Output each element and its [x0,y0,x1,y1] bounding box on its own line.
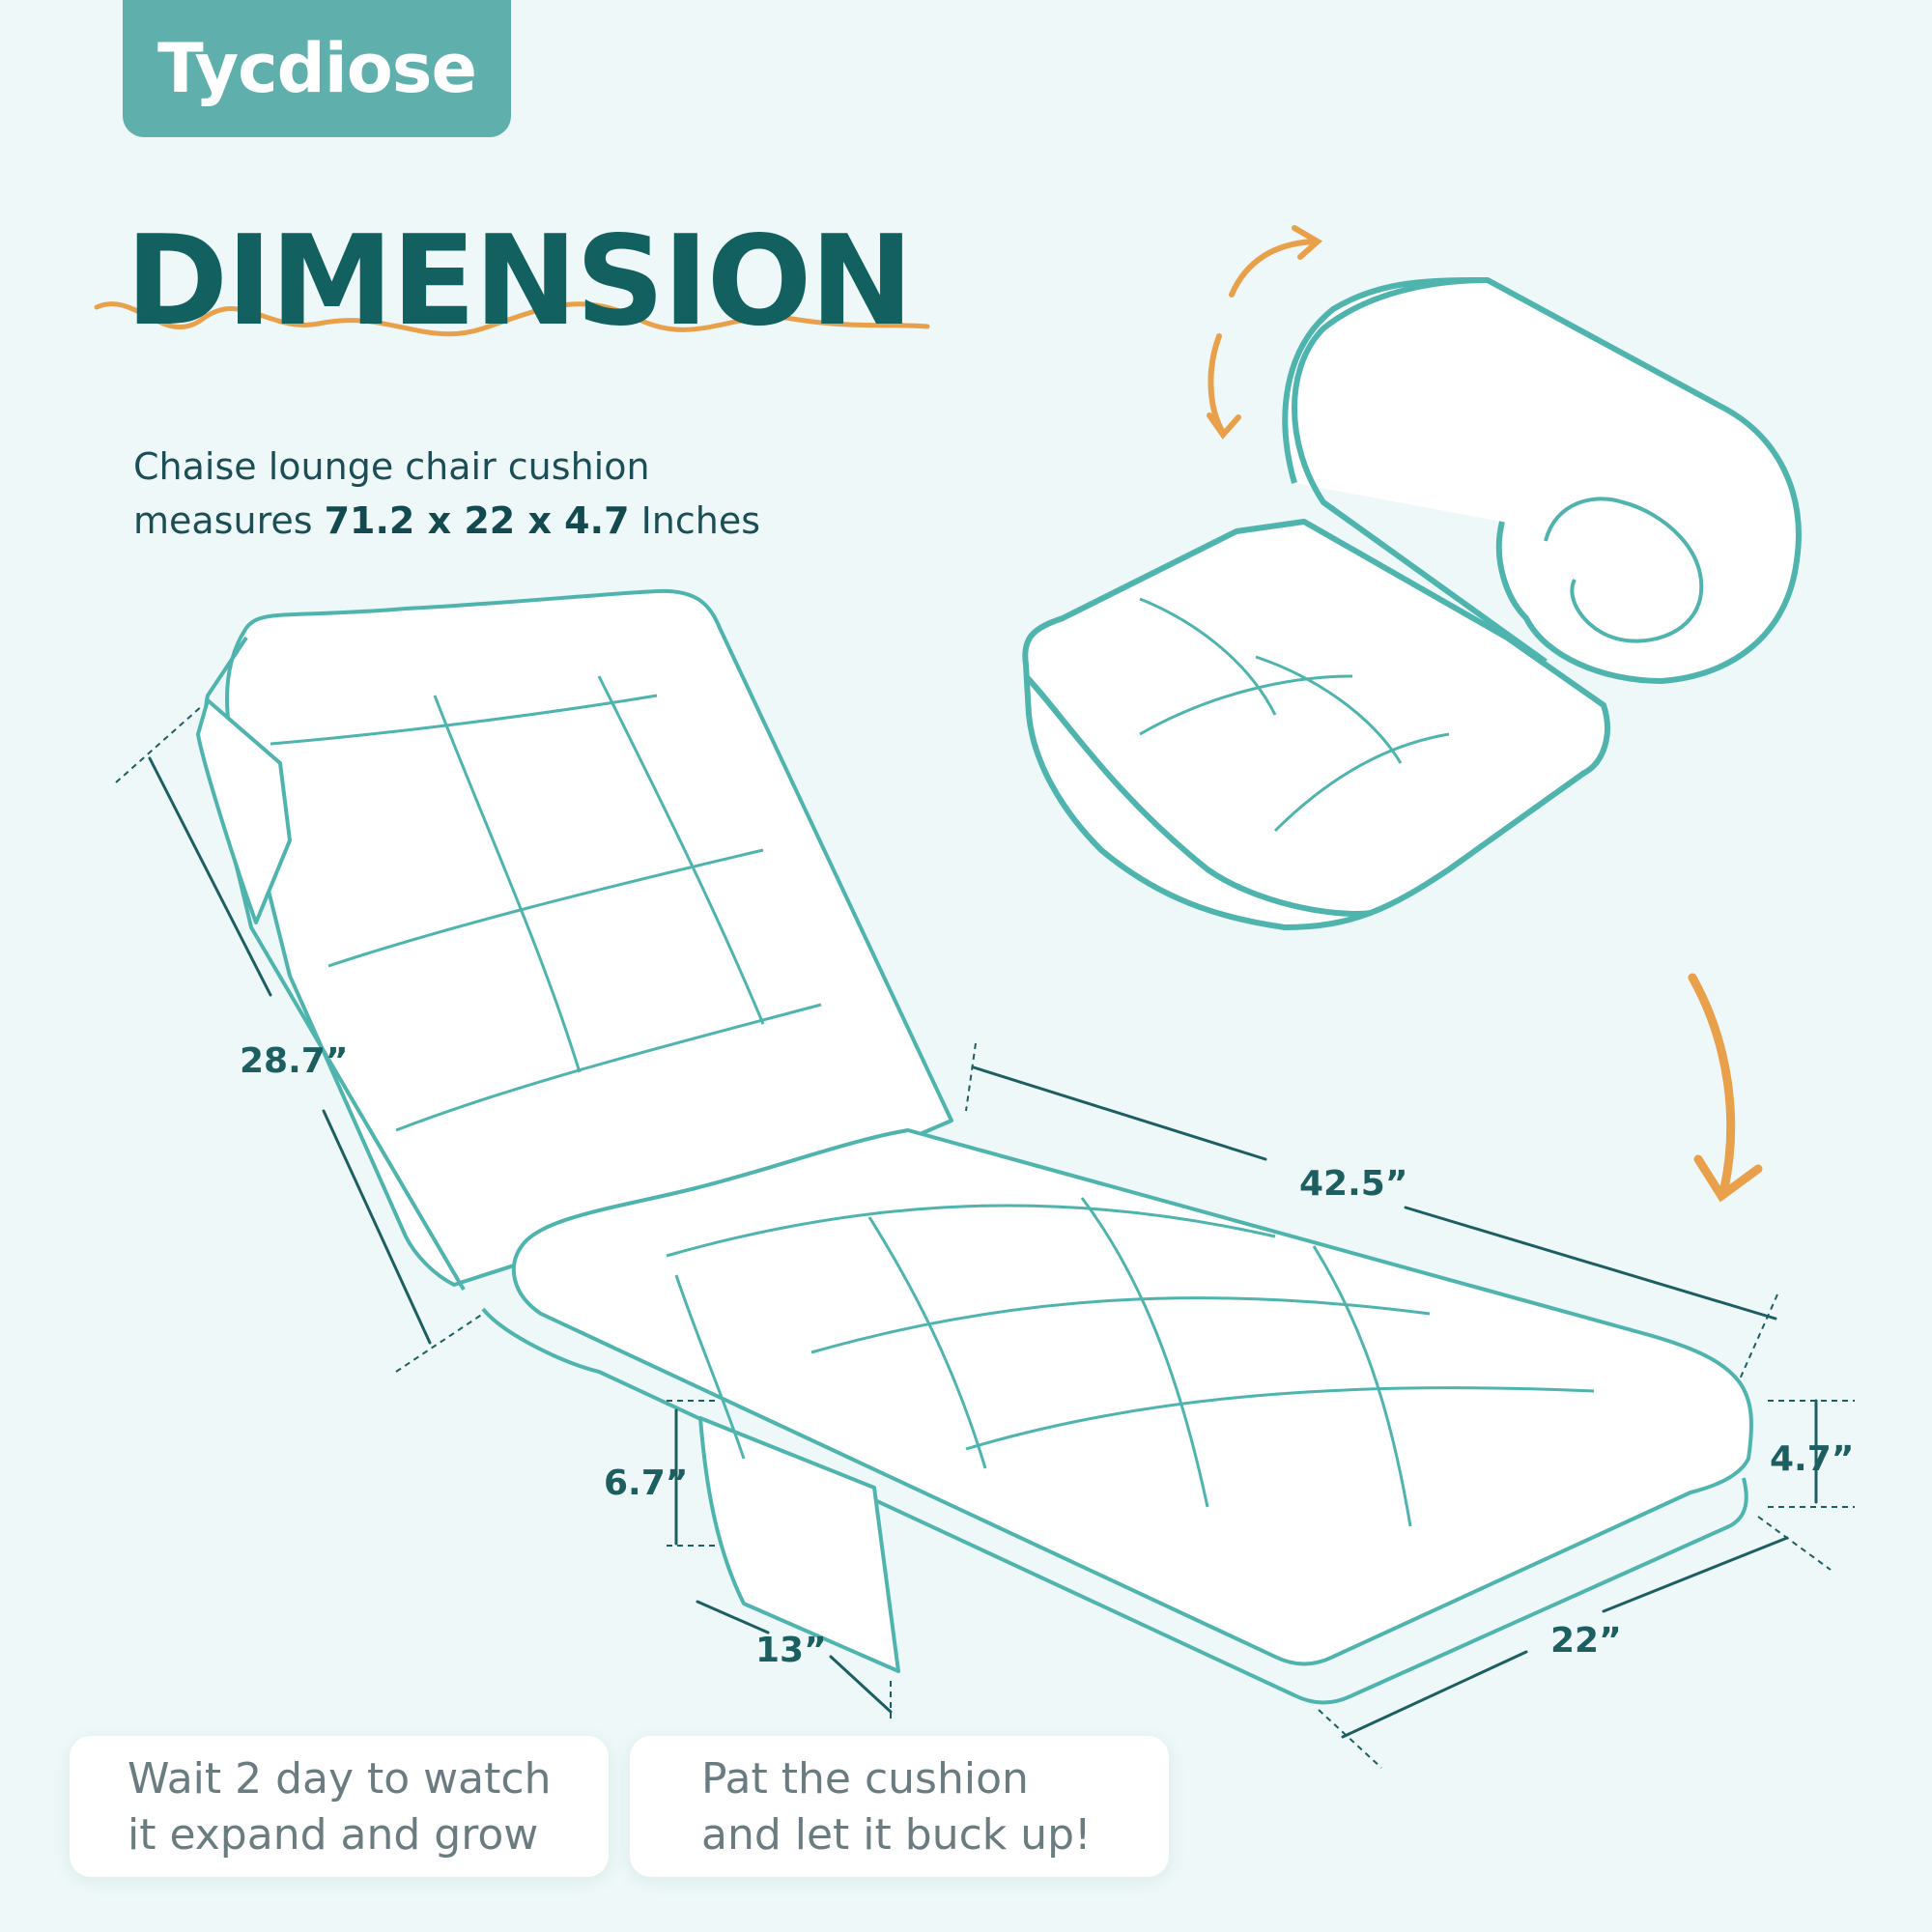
brand-logo: Tycdiose [123,0,511,137]
subtitle-line2-prefix: measures [133,499,325,542]
brand-logo-text: Tycdiose [157,29,477,108]
note-pat-line2: and let it buck up! [701,1810,1092,1860]
note-expand: Wait 2 day to watch it expand and grow [70,1736,609,1877]
note-pat: Pat the cushion and let it buck up! [630,1736,1169,1877]
rolled-cushion-illustration [1022,277,1802,930]
dimension-pocket-height: 6.7” [604,1463,689,1503]
rotate-arrows-icon [1207,225,1323,440]
dimension-lines [148,756,1818,1739]
note-pat-line1: Pat the cushion [701,1754,1029,1804]
note-expand-line2: it expand and grow [128,1810,539,1860]
note-expand-line1: Wait 2 day to watch [128,1754,552,1804]
down-arrow-icon [1688,973,1763,1203]
dimension-seat-length: 42.5” [1299,1164,1408,1204]
title-squiggle [94,301,930,337]
subtitle-line1: Chaise lounge chair cushion [133,445,650,488]
page-title: DIMENSION [126,210,914,354]
product-subtitle: Chaise lounge chair cushion measures 71.… [133,440,1003,548]
subtitle-line2-suffix: Inches [629,499,761,542]
dimension-pocket-width: 13” [755,1631,827,1670]
dimension-backrest-height: 28.7” [240,1041,349,1081]
dimension-thickness: 4.7” [1770,1439,1855,1479]
chaise-cushion-illustration [196,588,1753,1705]
dimension-extension-lines [115,704,1855,1769]
subtitle-dimensions: 71.2 x 22 x 4.7 [324,499,630,542]
dimension-width: 22” [1550,1621,1622,1661]
